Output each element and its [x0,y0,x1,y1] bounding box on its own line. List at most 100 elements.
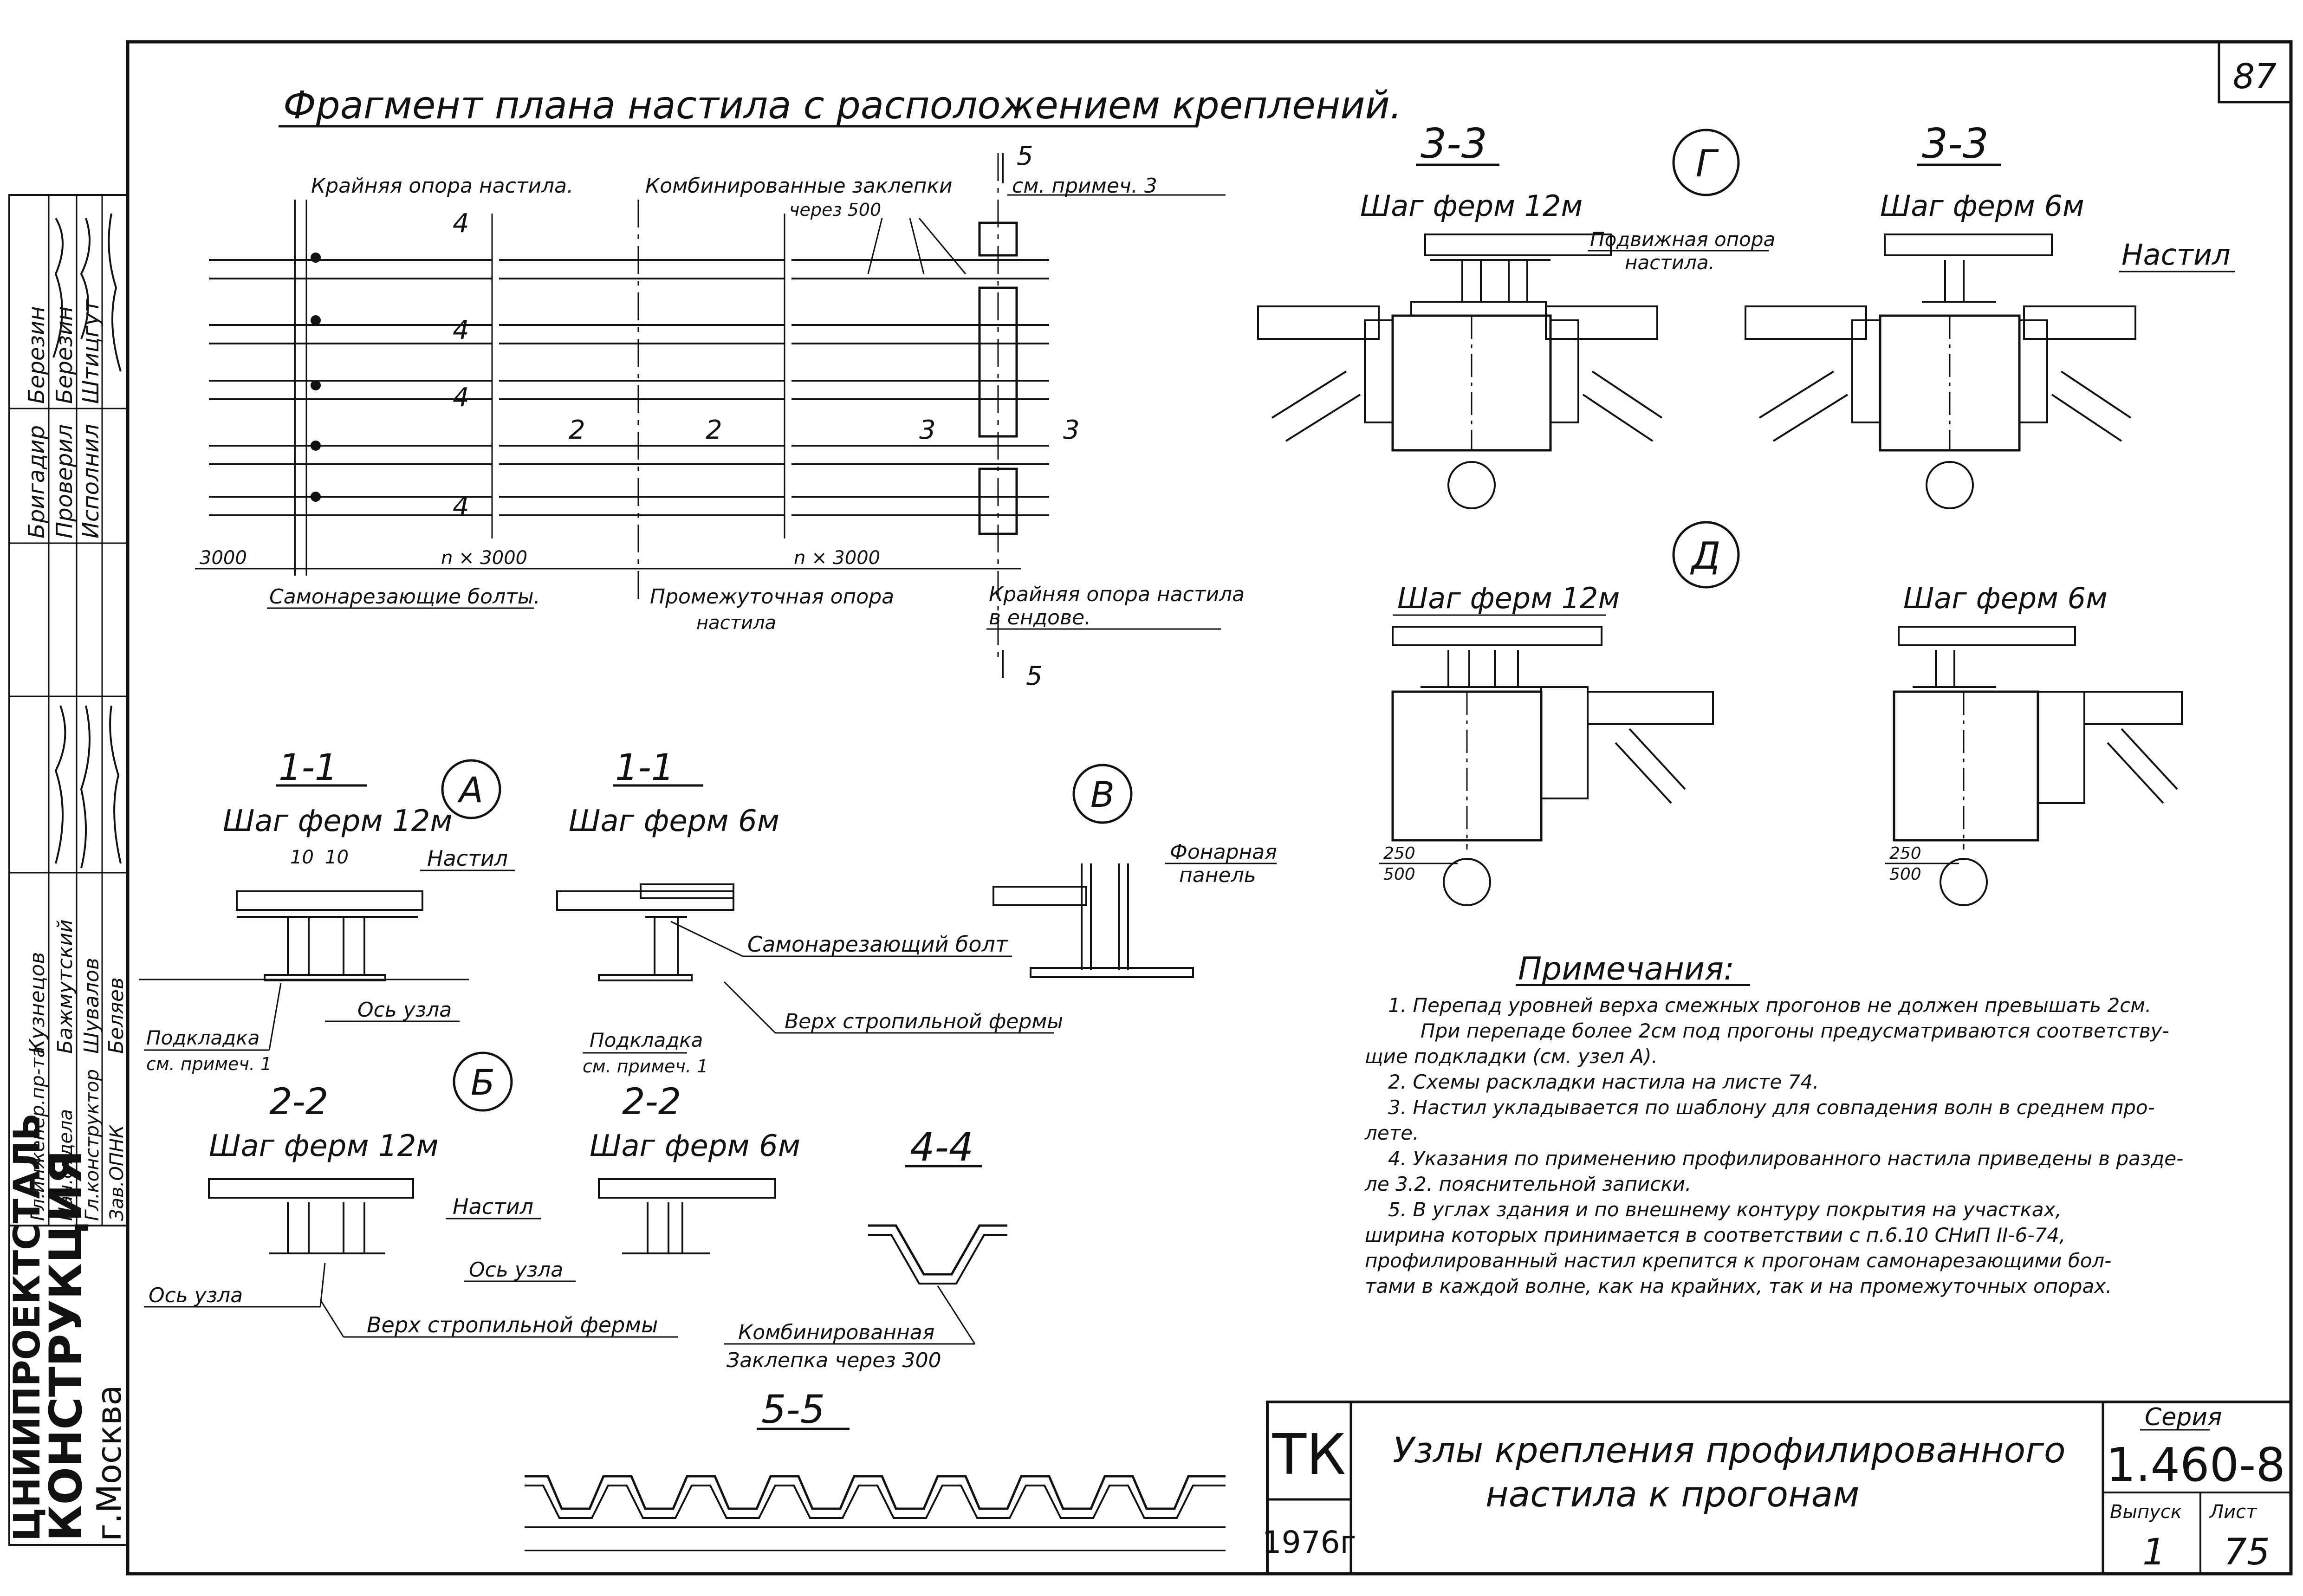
section-5-5: 5-5 [525,1387,1226,1551]
s11a-os-uzla: Ось узла [357,998,452,1022]
node-b-circle [453,1051,513,1112]
s11a-step: Шаг ферм 12м [223,804,453,838]
stamp-name-2: Березин [52,306,78,404]
plan-sec-4a: 4 [453,208,469,239]
s11b-verh-fermy: Верх стропильной фермы [785,1010,1063,1033]
stamp-role-proveril: Проверил [52,424,78,538]
section-3-3-6m: 3-3 Шаг ферм 6м Настил [1745,120,2235,509]
note-line-12: тами в каждой волне, как на крайних, так… [1365,1275,2112,1298]
s11b-podkladka-1: Подкладка [590,1029,703,1051]
node-v-label: В [1090,774,1115,815]
bolt-dot [311,315,321,325]
s22-verh-fermy: Верх стропильной фермы [367,1312,658,1337]
stamp-org-city: г.Москва [90,1385,129,1541]
node-d-12m: Д Шаг ферм 12м 250 500 [1379,521,1740,906]
node-a-label: А [457,769,483,811]
stamp-name-bazh: Бажмутский [53,919,77,1054]
node-v-circle [1072,764,1133,824]
s33a-title: 3-3 [1421,120,1487,168]
s33a-step: Шаг ферм 12м [1360,189,1583,223]
plan-title: Фрагмент плана настила с расположением к… [283,84,1402,128]
plan-sec-3b: 3 [1063,415,1080,445]
stamp-name-belyaev: Беляев [104,977,128,1054]
plan-label-valley-2: в ендове. [989,606,1091,629]
s22b-title: 2-2 [622,1081,681,1123]
plan-sec-4c: 4 [453,383,469,413]
series-label: Серия [2145,1403,2222,1431]
stamp-name-3: Штицгут [78,298,104,404]
issue-value: 1 [2142,1531,2166,1573]
plan-label-edge-support: Крайняя опора настила. [311,174,573,198]
node-v-fonar-1: Фонарная [1170,840,1277,864]
node-d-6m: Шаг ферм 6м 250 500 [1885,581,2183,906]
section-3-3-12m: 3-3 Шаг ферм 12м Г Подвижная опора насти… [1257,120,1775,509]
d6-dim-250: 250 [1889,844,1921,863]
plan-label-mid-support-1: Промежуточная опора [650,585,894,609]
s44-komb-2: Заклепка через 300 [727,1349,941,1372]
stamp-role-brigadir: Бригадир [24,425,50,538]
stamp-role-1: Гл.инженер.пр-та [27,1046,49,1221]
plan-sec-5b: 5 [1026,661,1043,691]
node-a-circle [441,759,501,819]
s22a-step: Шаг ферм 12м [209,1129,439,1163]
s11a-dim-10b: 10 [325,847,349,868]
title-block: ТК 1976г Узлы крепления профилированного… [1262,1401,2292,1575]
note-line-7: 4. Указания по применению профилированно… [1388,1147,2183,1170]
stamp-name-1: Березин [24,306,50,404]
s22b-step: Шаг ферм 6м [590,1129,800,1163]
stamp-role-2: Нач.отдела [55,1109,77,1221]
drawing-title-line2: настила к прогонам [1486,1473,1860,1515]
s55-title: 5-5 [761,1387,825,1432]
d12-step: Шаг ферм 12м [1397,581,1620,615]
s11a-podkladka-2: см. примеч. 1 [146,1054,272,1074]
s33b-nastil: Настил [2121,238,2231,272]
s22a-nastil: Настил [453,1194,533,1219]
drawing-title-line1: Узлы крепления профилированного [1393,1429,2066,1471]
plan-label-bolts: Самонарезающие болты. [269,585,540,609]
note-line-11: профилированный настил крепится к прогон… [1365,1249,2111,1272]
org-code: ТК [1272,1423,1346,1487]
note-line-2: При перепаде более 2см под прогоны преду… [1421,1019,2169,1042]
note-line-1: 1. Перепад уровней верха смежных прогоно… [1388,994,2151,1017]
plan-sec-5a: 5 [1017,141,1033,171]
plan-label-rivets-2: через 500 [789,200,881,220]
plan-dim-n3000-a: n × 3000 [441,547,527,569]
node-d-circle [1672,521,1740,589]
plan-sec-3a: 3 [919,415,936,445]
section-2-2-6m: 2-2 Шаг ферм 6м Ось узла Верх стропильно… [319,1081,800,1338]
plan-sec-4d: 4 [453,492,469,522]
s11a-dim-10a: 10 [290,847,314,868]
note-line-5: 3. Настил укладывается по шаблону для со… [1388,1096,2155,1119]
plan-label-valley-1: Крайняя опора настила [989,583,1245,606]
plan-dim-n3000-b: n × 3000 [794,547,880,569]
sheet-value: 75 [2224,1531,2270,1573]
s11b-podkladka-2: см. примеч. 1 [583,1056,708,1077]
s11b-title: 1-1 [615,747,674,789]
note-line-6: лете. [1364,1122,1419,1144]
year: 1976г [1262,1525,1356,1560]
stamp-name-kuznetsov: Кузнецов [26,952,49,1054]
note-line-4: 2. Схемы раскладки настила на листе 74. [1388,1070,1819,1093]
s33a-podv-opora-1: Подвижная опора [1590,228,1775,251]
s22a-title: 2-2 [269,1081,328,1123]
s11a-podkladka-1: Подкладка [146,1026,259,1049]
stamp-org-name-2: КОНСТРУКЦИЯ [40,1150,92,1541]
section-4-4: 4-4 Комбинированная Заклепка через 300 [724,1124,1007,1372]
node-b-label: Б [471,1062,495,1103]
note-line-8: ле 3.2. пояснительной записки. [1364,1173,1691,1195]
s11b-samonar-bolt: Самонарезающий болт [747,932,1008,957]
plan-label-rivets-1: Комбинированные заклепки [645,174,953,198]
s11a-title: 1-1 [279,747,337,789]
page-number-box [2218,40,2292,104]
note-line-9: 5. В углах здания и по внешнему контуру … [1388,1198,2062,1221]
s33a-podv-opora-2: настила. [1625,251,1715,274]
sheet-label: Лист [2209,1501,2258,1523]
stamp-name-shuvalov: Шувалов [80,958,104,1054]
plan-sec-4b: 4 [453,315,469,345]
stamp-org-name-1: ЦНИИПРОЕКТСТАЛЬ [6,1113,48,1541]
stamp-role-4: Зав.ОПНК [106,1124,128,1221]
d12-dim-500: 500 [1383,865,1415,884]
section-1-1-6m: 1-1 Шаг ферм 6м Самонарезающий болт Подк… [556,747,1063,1077]
notes-block: Примечания: 1. Перепад уровней верха сме… [1364,951,2183,1298]
note-line-3: щие подкладки (см. узел А). [1365,1045,1658,1068]
